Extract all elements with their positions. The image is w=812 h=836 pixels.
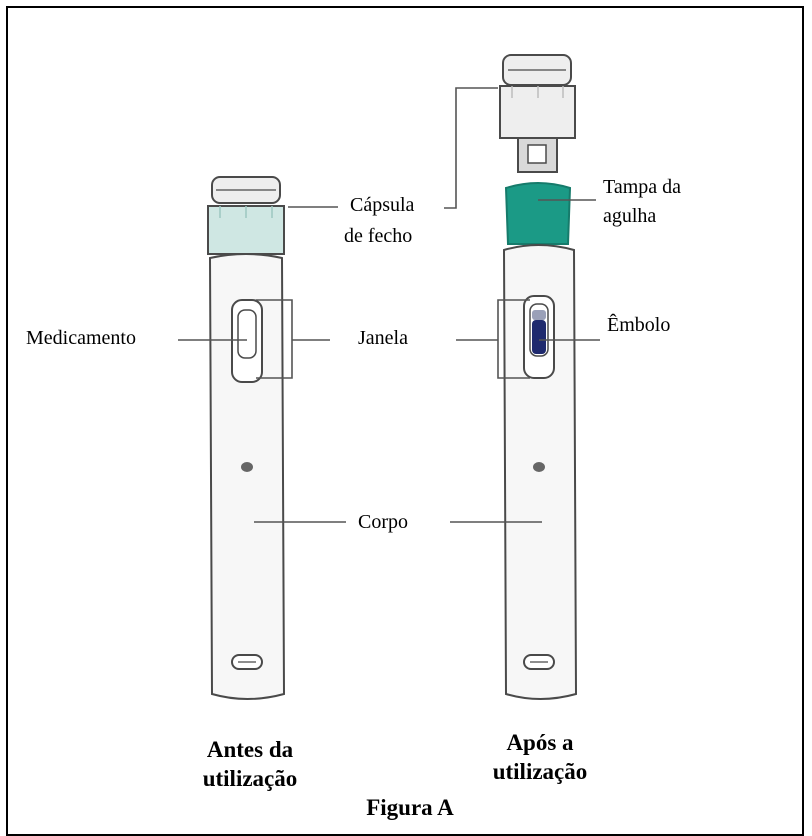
label-janela: Janela [358,327,408,349]
leader-lines [178,87,600,523]
caption-before-line1: Antes da [206,737,294,762]
label-corpo: Corpo [358,511,408,533]
pen-after-use [499,54,578,700]
needle-cover [504,182,572,245]
caption-before-line2: utilização [202,766,298,791]
label-tampa-line2: agulha [603,205,657,227]
figure-title: Figura A [366,795,454,820]
caption-after: Após a utilização [450,728,630,786]
caption-after-line2: utilização [492,759,588,784]
label-embolo: Êmbolo [607,314,671,336]
medicine-window [237,309,257,359]
plunger [532,320,546,354]
label-capsula-line1: Cápsula [350,194,415,216]
caption-before: Antes da utilização [160,735,340,793]
label-medicamento: Medicamento [26,327,136,349]
pen-body-left [208,253,286,700]
label-tampa-line1: Tampa da [603,176,682,198]
closure-cap [207,205,285,255]
caption-after-line1: Após a [506,730,574,755]
detached-cap [499,85,576,139]
pen-before-use [207,176,286,700]
pen-body-right [502,244,578,700]
label-capsula-line2: de fecho [344,225,413,247]
indicator-dot-right [533,462,545,472]
indicator-dot-left [241,462,253,472]
